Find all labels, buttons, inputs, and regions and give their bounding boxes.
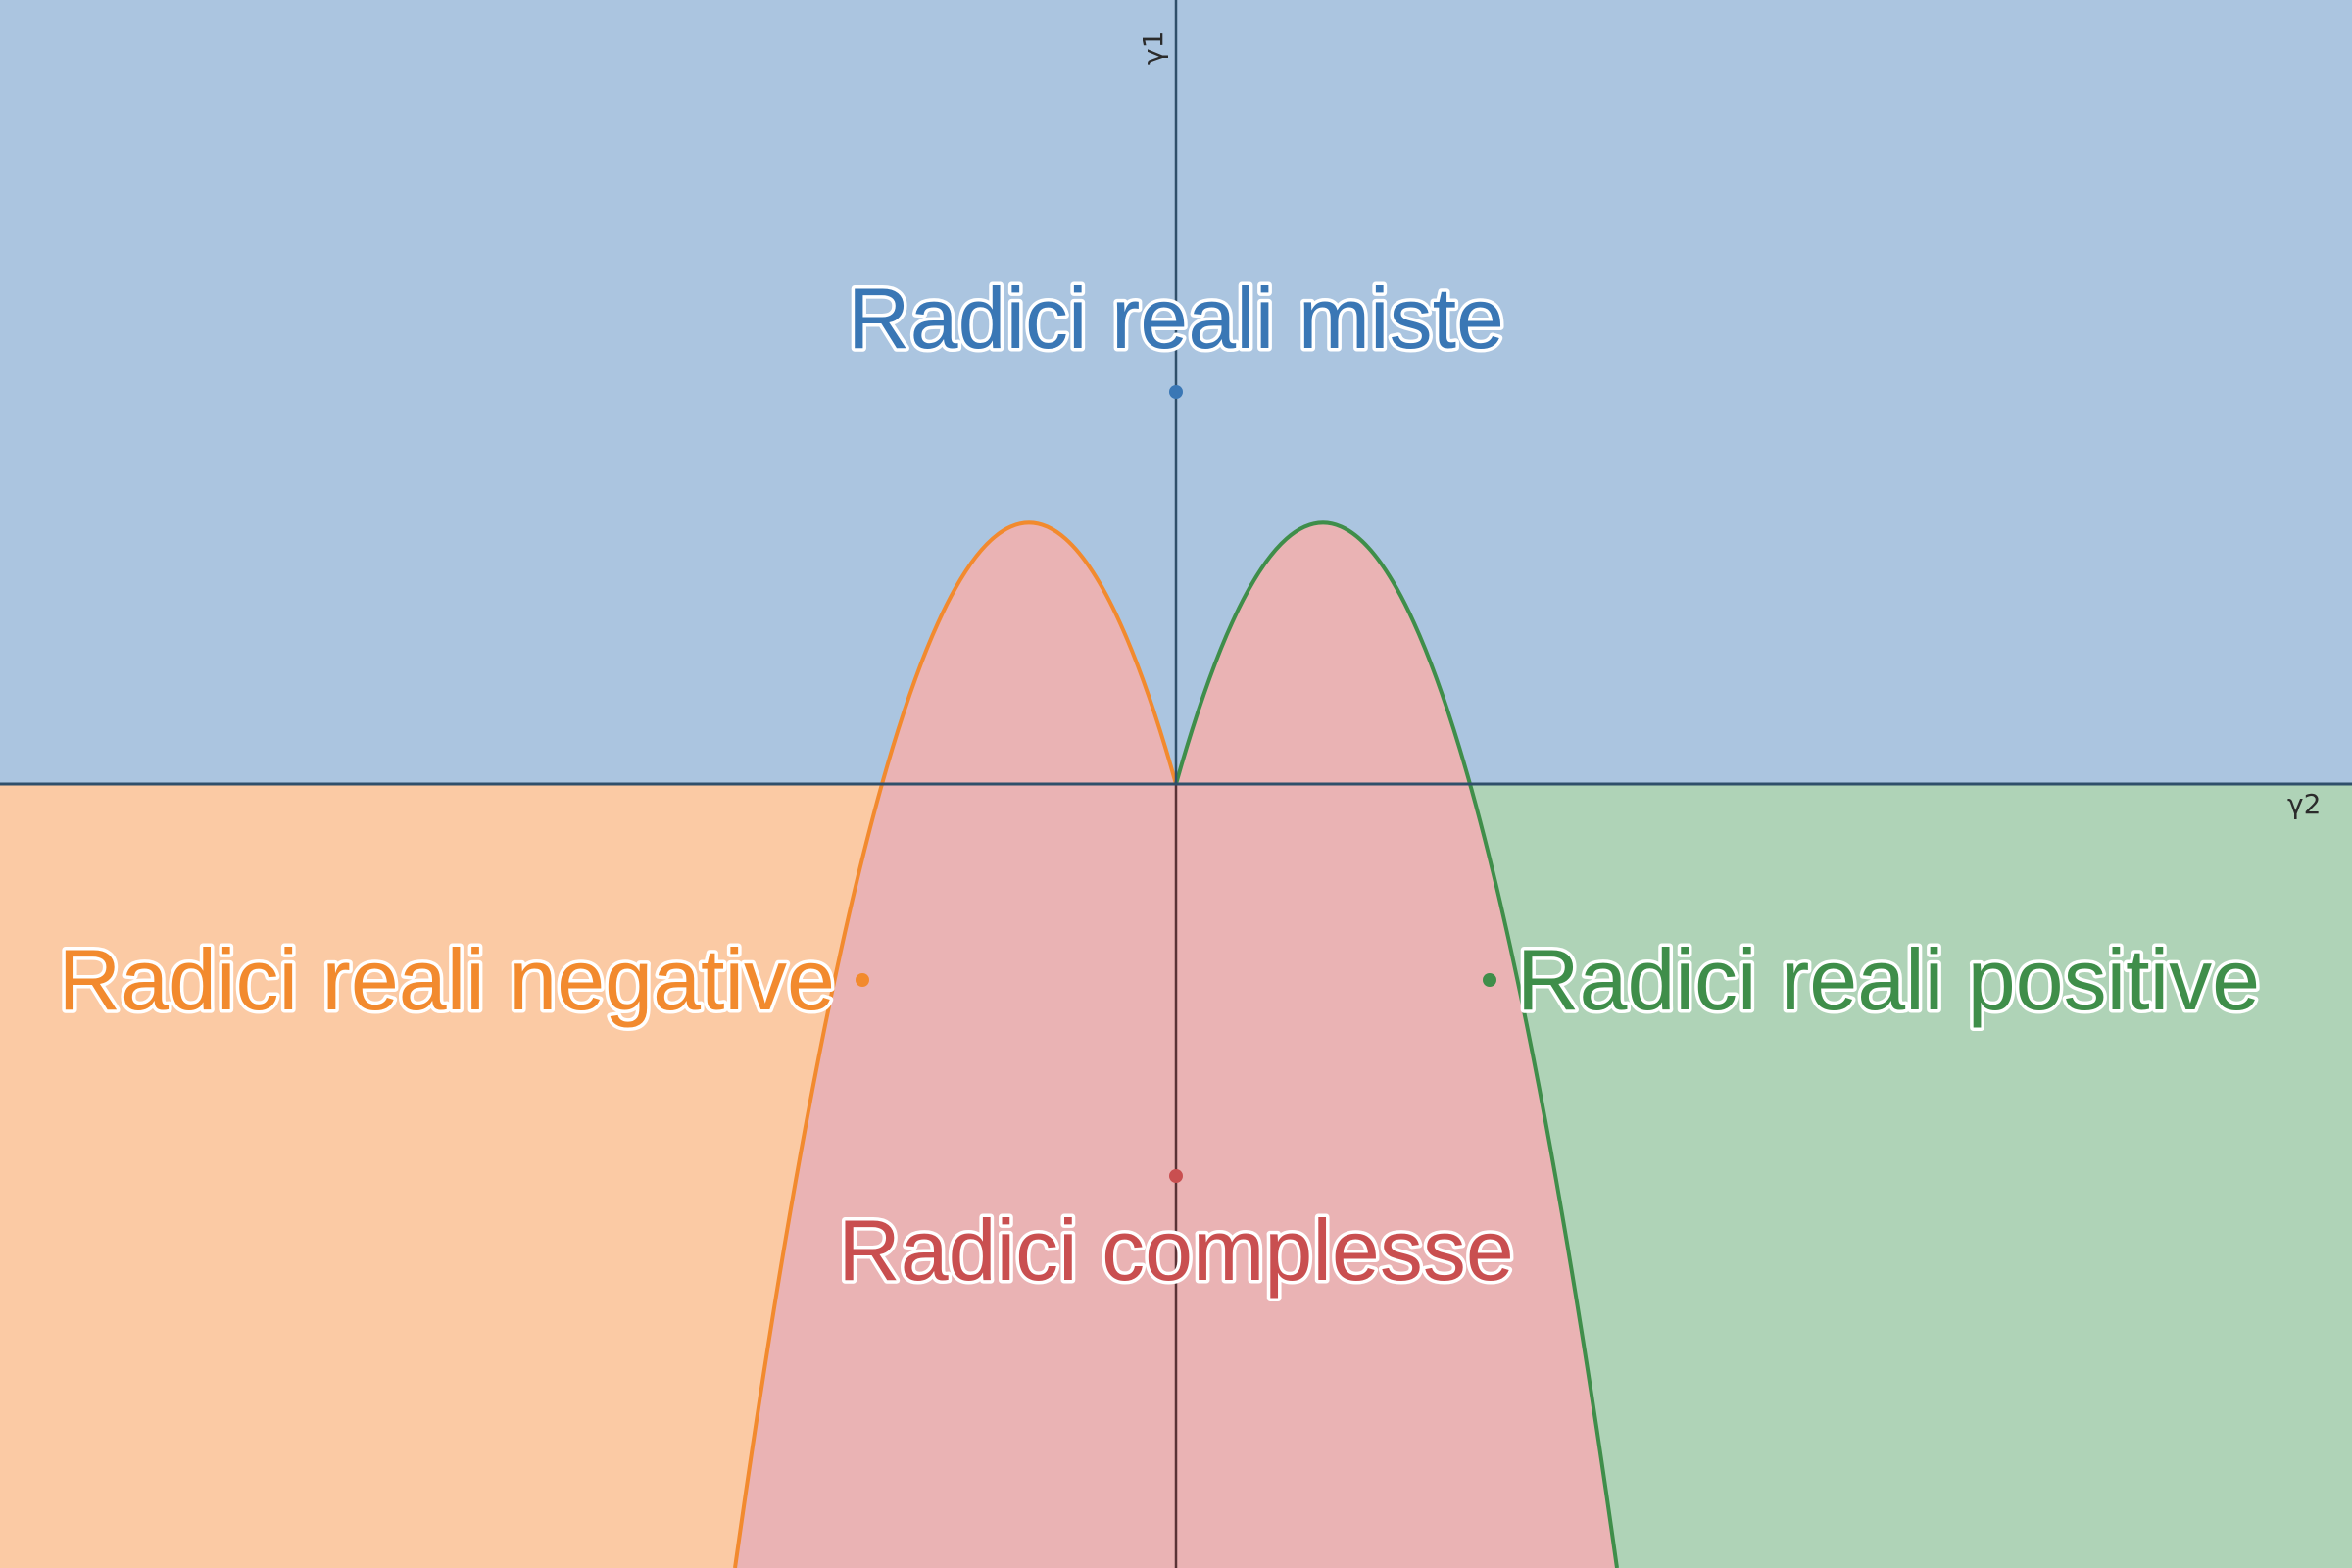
x-axis-label: γ2 bbox=[2287, 788, 2321, 820]
mixed-roots-label: Radici reali miste bbox=[848, 270, 1504, 367]
y-axis-label: γ1 bbox=[1137, 31, 1169, 65]
complex-roots-point bbox=[1169, 1169, 1183, 1183]
negative-roots-label: Radici reali negative bbox=[59, 931, 835, 1028]
mixed-roots-point bbox=[1169, 385, 1183, 399]
negative-boundary-curve bbox=[733, 520, 1178, 1568]
positive-roots-label: Radici reali positive bbox=[1517, 931, 2260, 1028]
positive-boundary-curve bbox=[1174, 520, 1619, 1568]
positive-roots-point bbox=[1483, 973, 1496, 987]
complex-roots-label: Radici complesse bbox=[838, 1201, 1514, 1298]
negative-roots-point bbox=[856, 973, 869, 987]
